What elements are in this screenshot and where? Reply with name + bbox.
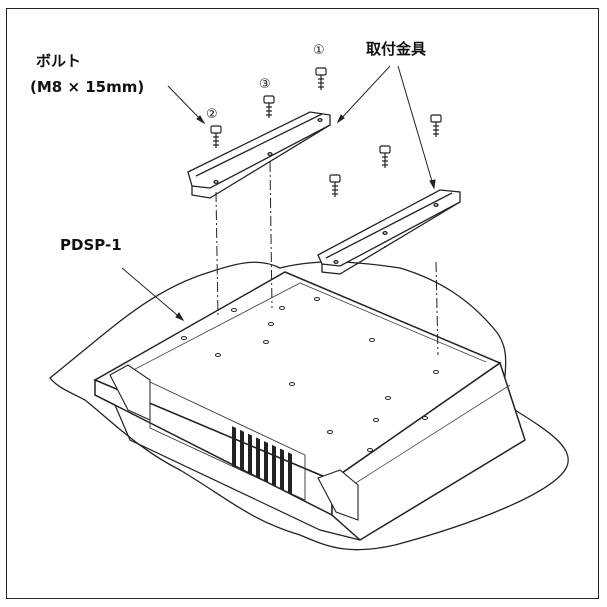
left-mounting-bracket [187, 111, 331, 199]
bolts [210, 67, 442, 197]
bolt-r3 [430, 114, 442, 137]
bracket-label: 取付金具 [366, 40, 426, 58]
unit-right-cutout [317, 469, 359, 521]
leader-lines [121, 65, 436, 322]
unit-inner-edge [117, 282, 487, 379]
heatsink-vents [232, 426, 292, 495]
number-2: ② [206, 107, 218, 122]
bolt-2 [210, 125, 222, 148]
unit-base-flange [94, 394, 361, 541]
unit-right-face [331, 361, 526, 541]
bolt-3 [263, 95, 275, 118]
number-1: ① [313, 43, 325, 58]
number-3: ③ [259, 77, 271, 92]
bolt-name-label: ボルト [36, 52, 81, 70]
bolt-1 [315, 67, 327, 90]
diagram-frame [6, 8, 599, 599]
unit-label: PDSP-1 [60, 236, 122, 254]
bolt-r2 [379, 145, 391, 168]
unit-screw-holes [181, 297, 439, 452]
bolt-spec-label: (M8 × 15mm) [30, 78, 144, 96]
front-panel-recess [149, 381, 306, 501]
bolt-r1 [329, 174, 341, 197]
right-mounting-bracket [317, 189, 461, 275]
